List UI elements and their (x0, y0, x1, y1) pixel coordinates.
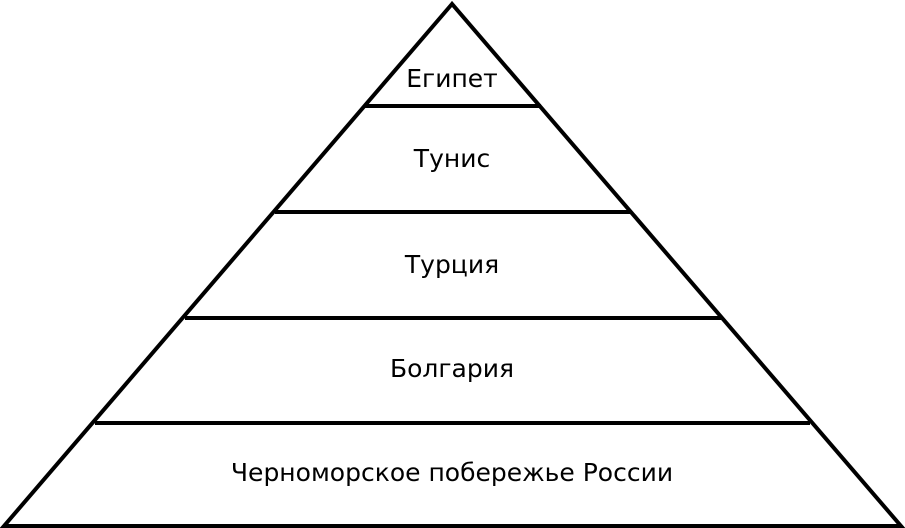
tier-label-egypt: Египет (406, 64, 497, 93)
tier-label-tunisia: Тунис (413, 144, 490, 173)
tier-label-turkey: Турция (404, 250, 499, 279)
tier-label-russia-black-sea-coast: Черноморское побережье России (231, 458, 673, 487)
tier-label-bulgaria: Болгария (390, 354, 514, 383)
